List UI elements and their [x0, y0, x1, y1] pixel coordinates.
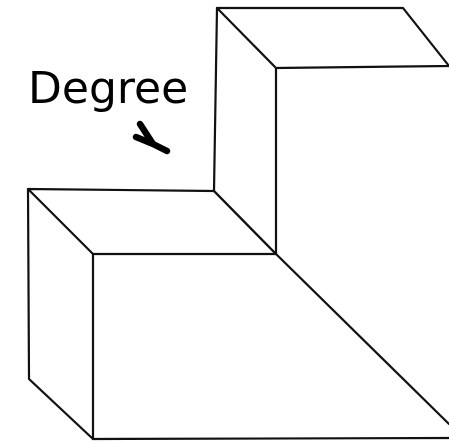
lower-step-left-face	[26, 187, 95, 441]
upper-block-left-face	[212, 6, 278, 256]
upper-block-top-face	[215, 6, 449, 70]
upper-block	[212, 6, 449, 256]
base-diagonal-edge	[274, 252, 449, 426]
lower-step-top-face	[26, 187, 278, 256]
lower-step	[26, 187, 278, 441]
base-bottom-edge	[91, 436, 449, 441]
base-front-face	[91, 252, 449, 441]
degree-pointer-icon	[132, 120, 171, 155]
degree-label: Degree	[28, 63, 188, 114]
